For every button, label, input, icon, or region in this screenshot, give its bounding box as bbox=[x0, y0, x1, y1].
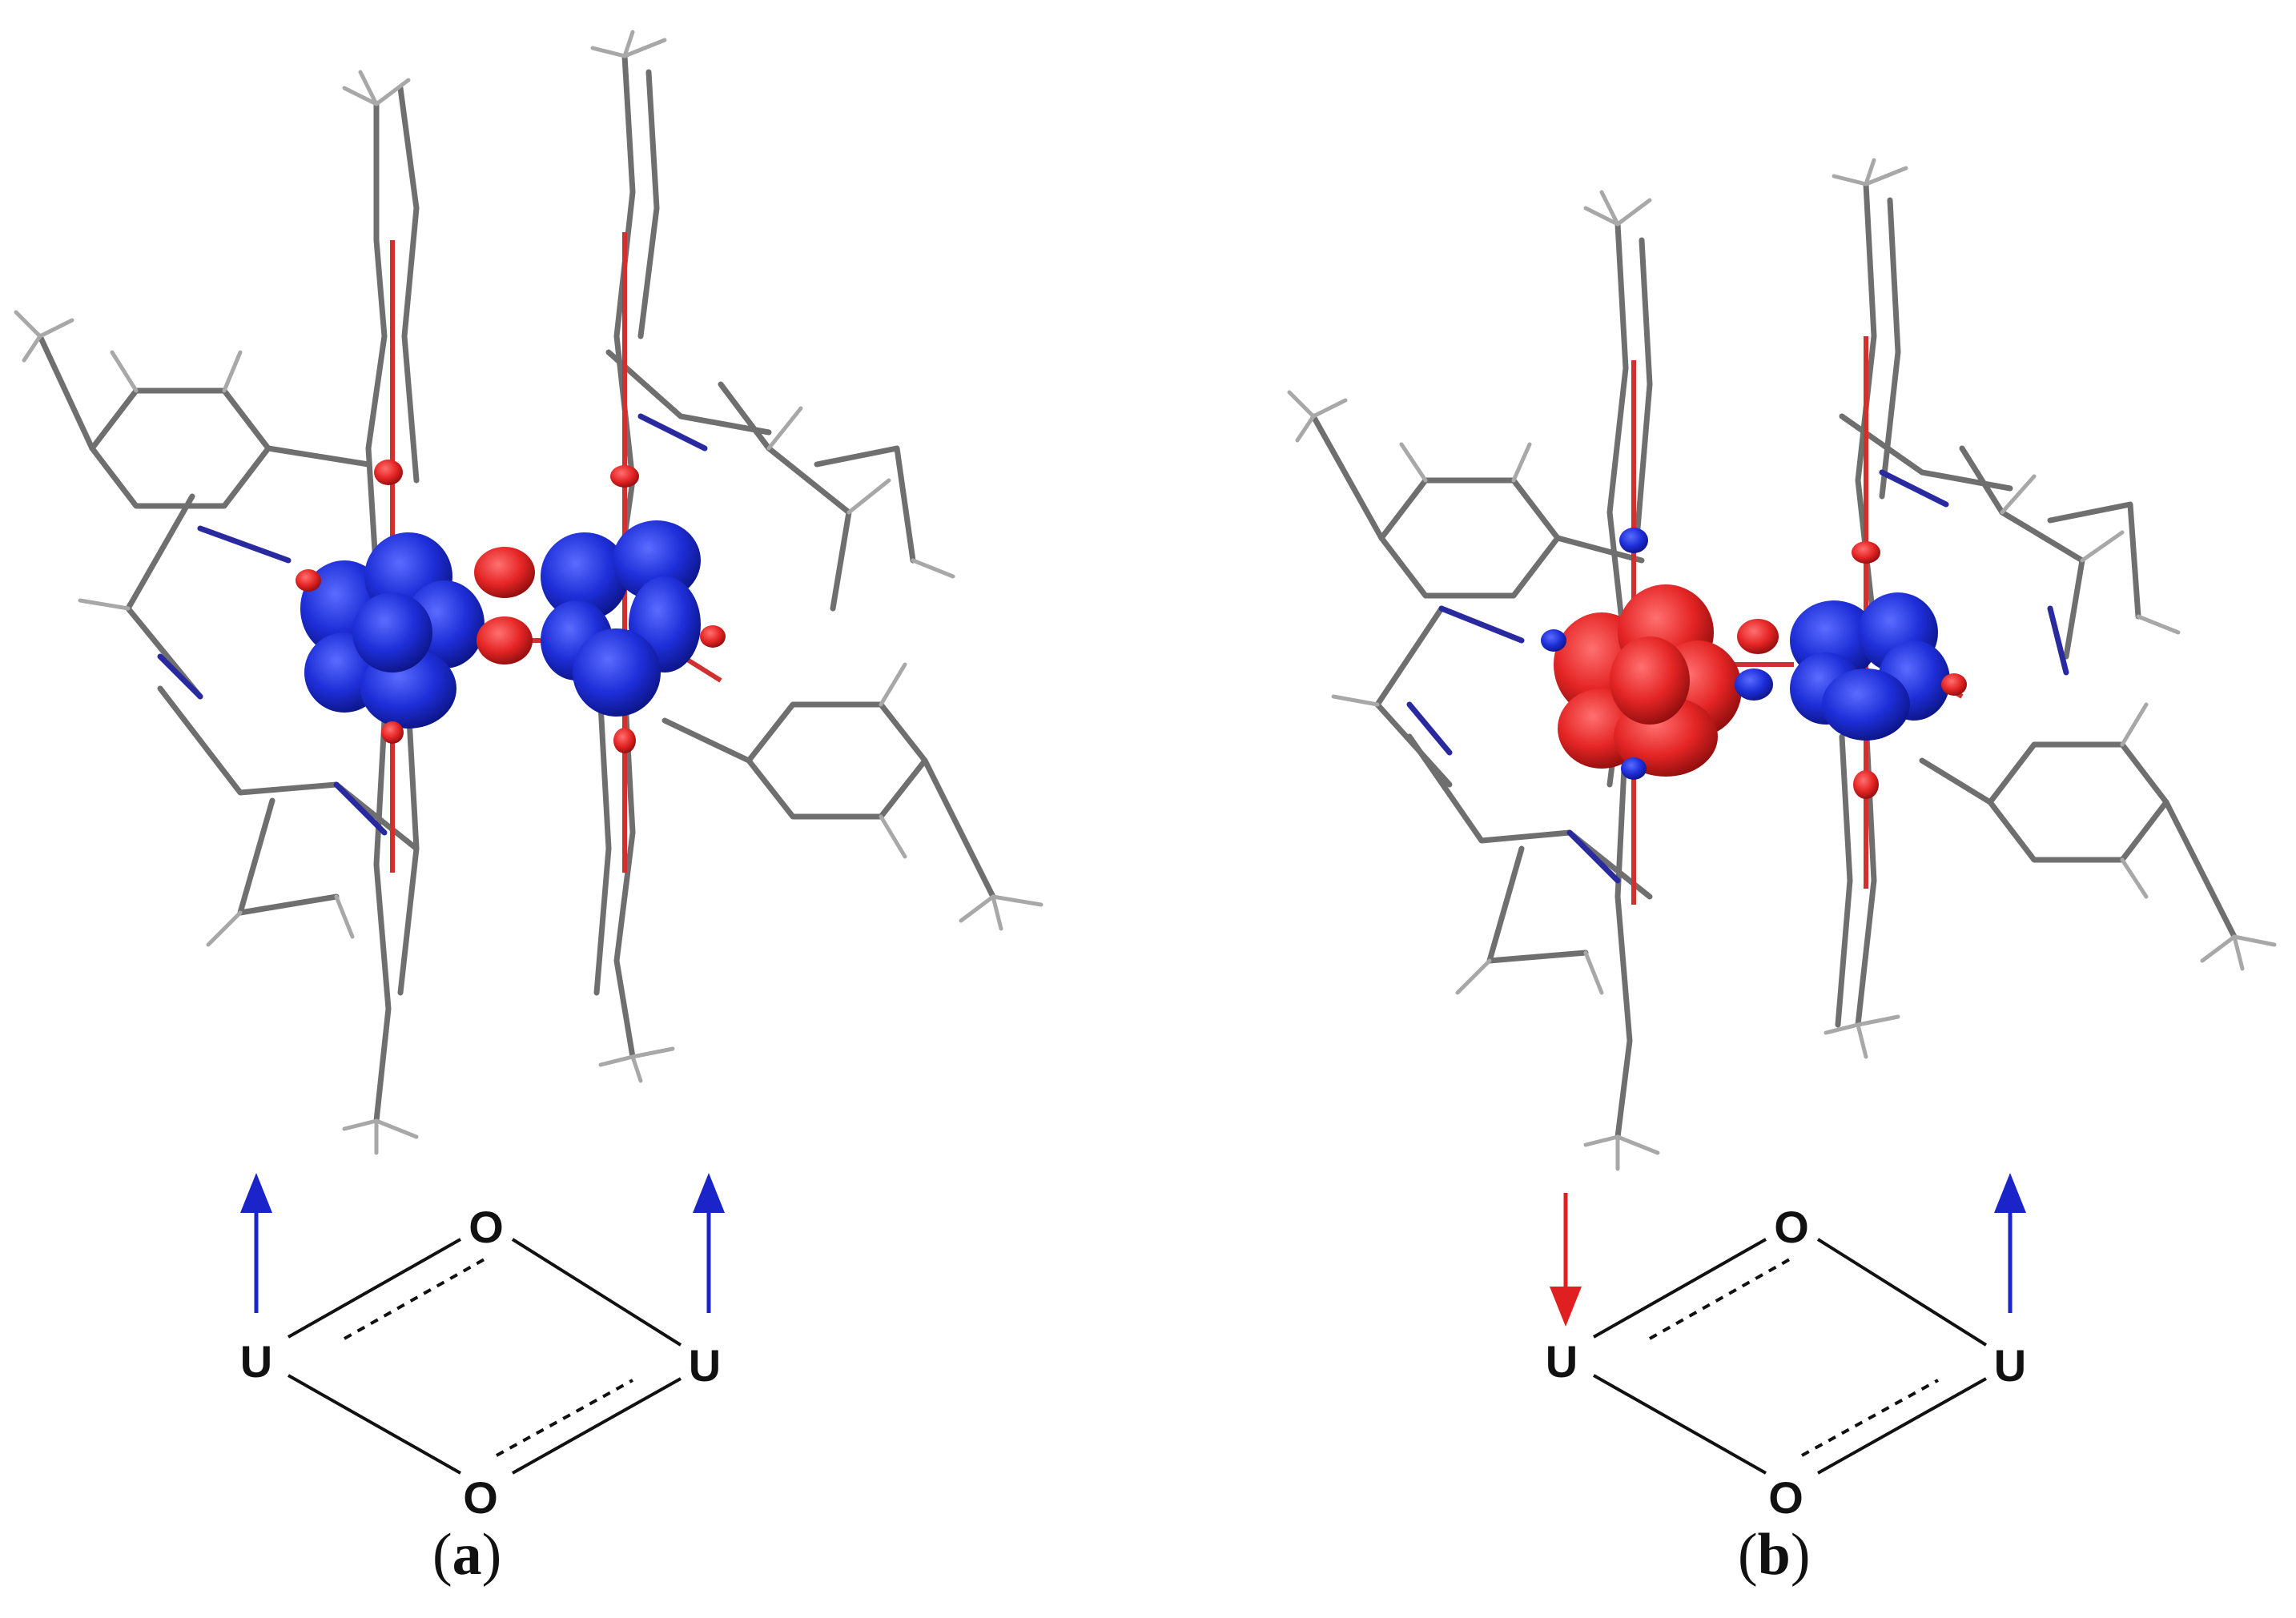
partial-bonds-a bbox=[344, 1255, 633, 1457]
schematic-b: U U O O bbox=[1546, 1173, 2026, 1523]
nitrogen-bonds-b bbox=[1406, 469, 2069, 884]
schematic-a: U U O O bbox=[240, 1173, 725, 1523]
rhombus-bonds-b bbox=[1593, 1238, 1988, 1475]
atom-u-left-a: U bbox=[240, 1336, 272, 1387]
atom-o-bottom-b: O bbox=[1768, 1472, 1803, 1523]
spin-density-left-b bbox=[1554, 584, 1742, 777]
rhombus-bonds-a bbox=[288, 1238, 682, 1475]
nitrogen-bonds-a bbox=[157, 413, 708, 836]
spin-density-right-a bbox=[541, 520, 701, 717]
small-lobes-b bbox=[1541, 528, 1967, 799]
atom-u-right-b: U bbox=[1994, 1340, 2026, 1391]
molecule-a bbox=[14, 30, 1043, 1155]
panel-label-b-open: ( bbox=[1738, 1522, 1758, 1588]
hydrogen-sticks-b bbox=[1287, 158, 2277, 1171]
hydrogen-sticks-a bbox=[14, 30, 1043, 1155]
ligand-framework-b bbox=[1310, 181, 2238, 1140]
atom-o-top-b: O bbox=[1774, 1202, 1809, 1252]
atom-o-top-a: O bbox=[468, 1202, 504, 1252]
panel-label-a-letter: a bbox=[452, 1522, 482, 1588]
panel-label-b-letter: b bbox=[1757, 1522, 1791, 1588]
panel-label-a: (a) bbox=[432, 1521, 501, 1589]
spin-density-right-b bbox=[1790, 592, 1950, 741]
spin-density-left-a bbox=[300, 532, 485, 729]
partial-bonds-b bbox=[1649, 1255, 1939, 1457]
oxygen-lobes-a bbox=[296, 460, 726, 753]
atom-u-right-a: U bbox=[689, 1340, 721, 1391]
atom-u-left-b: U bbox=[1546, 1336, 1578, 1387]
atom-o-bottom-a: O bbox=[463, 1472, 498, 1523]
molecule-b bbox=[1287, 158, 2277, 1171]
panel-label-a-close: ) bbox=[481, 1522, 502, 1588]
panel-label-b: (b) bbox=[1738, 1521, 1810, 1589]
panel-label-a-open: ( bbox=[432, 1522, 452, 1588]
panel-label-b-close: ) bbox=[1790, 1522, 1811, 1588]
